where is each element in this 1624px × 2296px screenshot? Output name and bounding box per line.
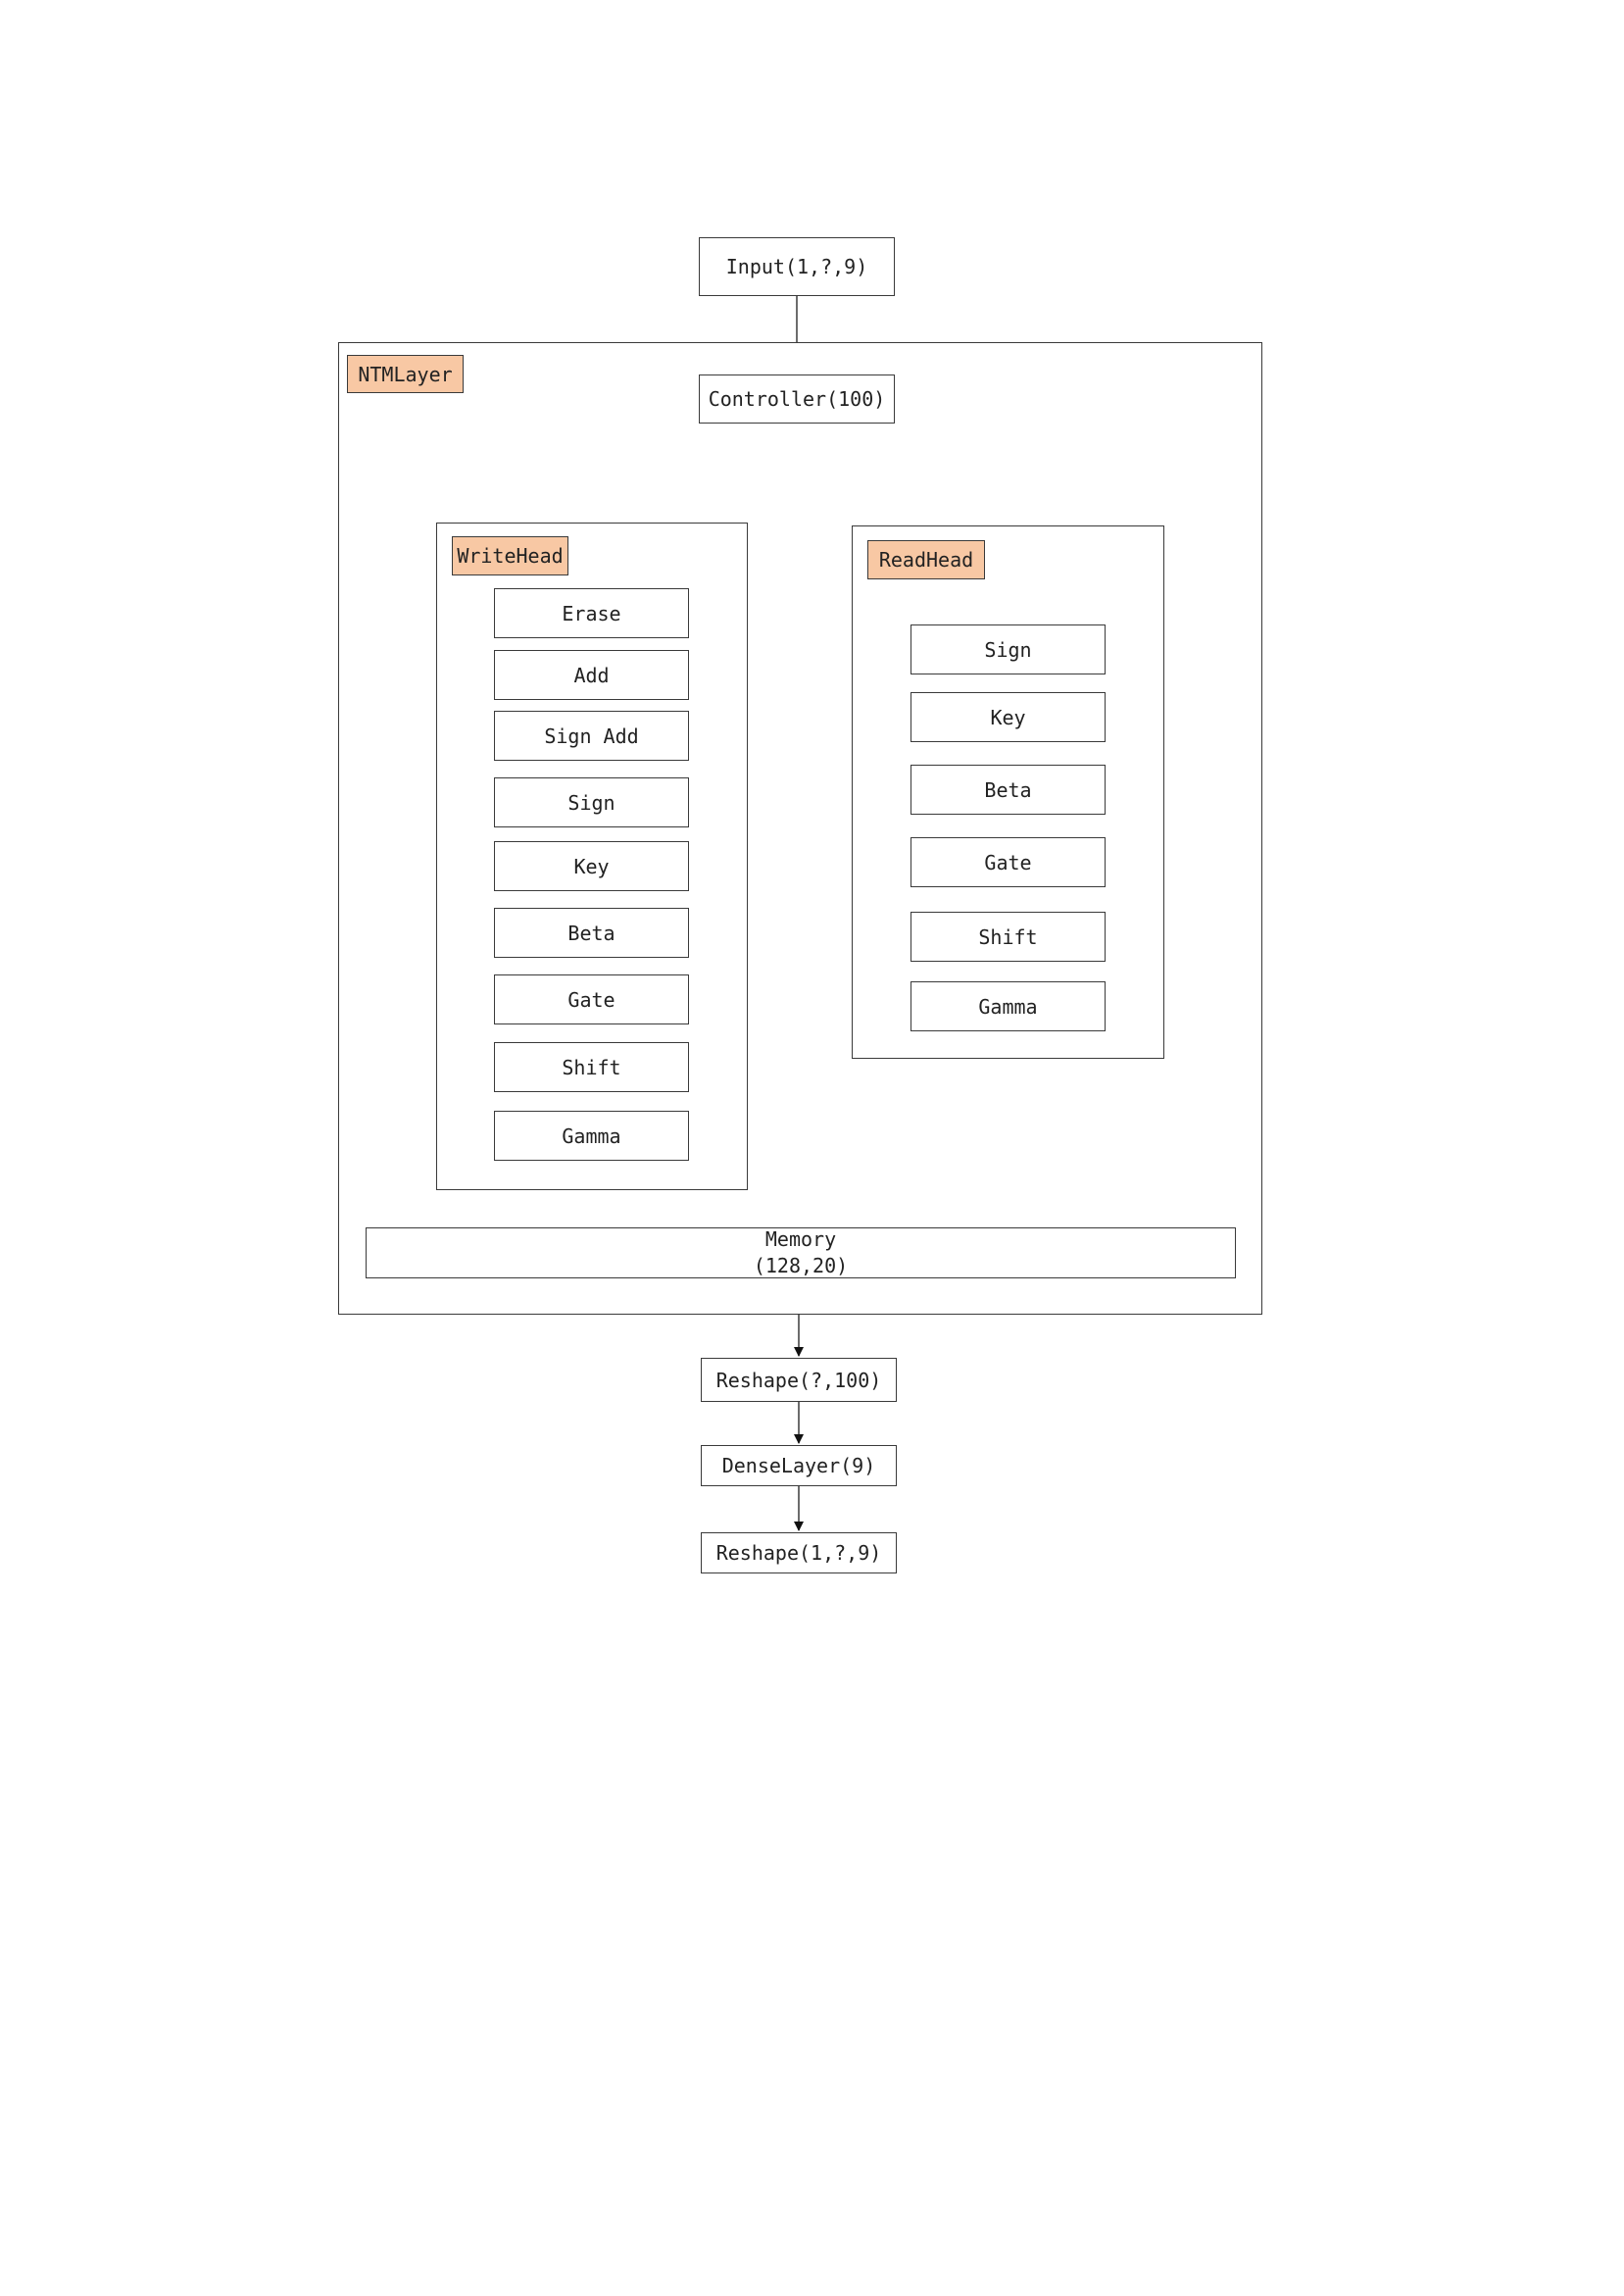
readhead-item-shift: Shift — [910, 912, 1106, 962]
writehead-item-sign-add: Sign Add — [494, 711, 689, 761]
readhead-item-sign: Sign — [910, 624, 1106, 674]
ntmlayer-tag: NTMLayer — [347, 355, 464, 393]
controller-node-label: Controller(100) — [708, 387, 886, 411]
writehead-item-erase: Erase — [494, 588, 689, 638]
reshape-node-2: Reshape(1,?,9) — [701, 1532, 897, 1573]
memory-label: Memory — [764, 1227, 837, 1251]
writehead-item-gamma: Gamma — [494, 1111, 689, 1161]
readhead-item-key: Key — [910, 692, 1106, 742]
readhead-tag: ReadHead — [867, 540, 985, 579]
readhead-item-beta: Beta — [910, 765, 1106, 815]
controller-node: Controller(100) — [699, 374, 895, 424]
writehead-tag: WriteHead — [452, 536, 568, 575]
writehead-item-shift: Shift — [494, 1042, 689, 1092]
memory-node: Memory (128,20) — [366, 1227, 1236, 1278]
writehead-item-gate: Gate — [494, 974, 689, 1024]
input-node: Input(1,?,9) — [699, 237, 895, 296]
readhead-item-gamma: Gamma — [910, 981, 1106, 1031]
readhead-item-gate: Gate — [910, 837, 1106, 887]
writehead-item-beta: Beta — [494, 908, 689, 958]
memory-shape: (128,20) — [753, 1254, 849, 1277]
dense-layer-node: DenseLayer(9) — [701, 1445, 897, 1486]
writehead-item-sign: Sign — [494, 777, 689, 827]
input-node-label: Input(1,?,9) — [725, 255, 868, 278]
reshape-node-1: Reshape(?,100) — [701, 1358, 897, 1402]
writehead-item-key: Key — [494, 841, 689, 891]
writehead-item-add: Add — [494, 650, 689, 700]
